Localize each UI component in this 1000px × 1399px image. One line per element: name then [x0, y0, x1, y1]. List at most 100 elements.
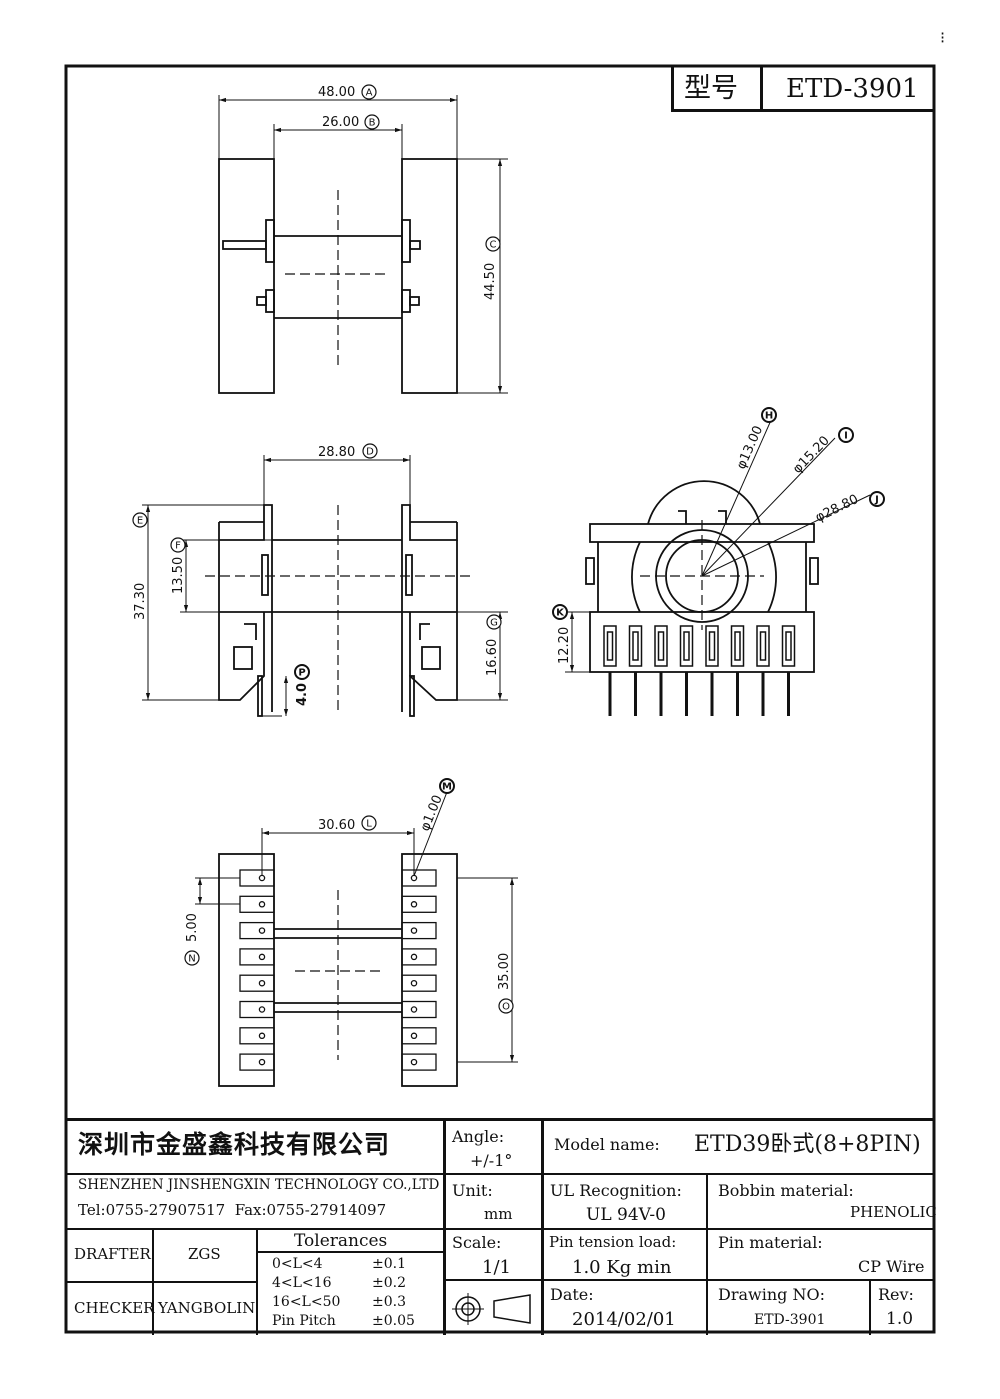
drawing-frame — [64, 64, 936, 1334]
hline-tol — [258, 1251, 443, 1253]
angle-value: +/-1° — [470, 1151, 513, 1170]
pin-slot-inner — [657, 631, 665, 661]
drawing-no-label: Drawing NO: — [718, 1285, 825, 1304]
angle-label: Angle: — [452, 1127, 505, 1146]
front-view — [205, 504, 470, 717]
marker-k: K — [552, 604, 568, 620]
svg-text:D: D — [366, 447, 374, 458]
svg-text:G: G — [490, 618, 498, 629]
model-header-value: ETD-3901 — [786, 74, 919, 104]
marker-m: M — [439, 778, 455, 794]
marker-o: O — [498, 998, 514, 1014]
marker-e: E — [132, 512, 148, 528]
pin-pad-left — [239, 948, 275, 966]
top-view-dimensions — [218, 95, 508, 394]
bobbin-value: PHENOLIC — [850, 1203, 937, 1221]
svg-text:J: J — [874, 495, 879, 506]
pin-pad-right — [401, 948, 437, 966]
drawing-no-value: ETD-3901 — [754, 1312, 826, 1328]
pin-material-label: Pin material: — [718, 1233, 823, 1252]
dim-l: 30.60 — [318, 818, 355, 833]
tolerance-value: ±0.3 — [372, 1294, 406, 1310]
model-header-label: 型号 — [684, 73, 738, 104]
pin-pad-left — [239, 895, 275, 913]
tolerances-title: Tolerances — [294, 1231, 388, 1251]
svg-text:O: O — [502, 1002, 510, 1013]
ul-label: UL Recognition: — [550, 1181, 682, 1200]
checker-value: YANGBOLIN — [158, 1299, 256, 1317]
marker-c: C — [485, 236, 501, 252]
pin-hole-right — [410, 953, 418, 961]
model-header-box: 型号 ETD-3901 — [671, 66, 934, 112]
pin-slot — [705, 625, 719, 667]
pin-slot — [679, 625, 694, 667]
svg-text:C: C — [490, 240, 497, 251]
unit-value: mm — [484, 1205, 513, 1223]
tolerance-value: ±0.2 — [372, 1275, 406, 1291]
bottom-view-pins — [239, 869, 437, 1071]
svg-text:N: N — [188, 954, 195, 965]
svg-text:M: M — [442, 782, 452, 793]
dim-a: 48.00 — [318, 85, 355, 100]
pin-hole-left — [258, 1058, 266, 1066]
drafter-value: ZGS — [188, 1245, 221, 1263]
marker-a: A — [361, 84, 377, 100]
hline-angle — [446, 1173, 541, 1175]
bottom-view — [218, 853, 458, 1087]
pin-pad-right — [401, 1053, 437, 1071]
marker-h: H — [761, 407, 777, 423]
pin-slot — [603, 625, 617, 667]
svg-text:I: I — [844, 431, 848, 442]
dim-k: 12.20 — [557, 627, 572, 664]
svg-text:B: B — [369, 118, 376, 129]
pin-material-value: CP Wire — [858, 1257, 925, 1276]
pin-pad-left — [239, 869, 275, 887]
pin-pad-left — [239, 921, 275, 940]
pin-slot-inner — [632, 631, 639, 661]
dim-n: 5.00 — [185, 913, 200, 942]
marker-i: I — [838, 427, 854, 443]
pin-slot-inner — [759, 631, 767, 661]
scale-value: 1/1 — [482, 1257, 511, 1278]
pin-tension-label: Pin tension load: — [549, 1233, 677, 1251]
svg-text:H: H — [765, 411, 773, 422]
marker-g: G — [486, 614, 502, 630]
svg-text:A: A — [366, 88, 373, 99]
model-name-label: Model name: — [554, 1135, 660, 1154]
pin-slot — [781, 625, 796, 667]
bottom-view-dimensions — [195, 791, 518, 1063]
pin-hole-right — [410, 874, 418, 882]
ul-value: UL 94V-0 — [586, 1205, 666, 1225]
pin-hole-left — [258, 874, 266, 882]
marker-j: J — [869, 491, 885, 507]
pin-hole-right — [410, 1058, 418, 1066]
pin-hole-left — [258, 979, 266, 987]
date-label: Date: — [550, 1285, 594, 1304]
pin-pad-right — [401, 1027, 437, 1045]
marker-d: D — [362, 443, 378, 459]
title-block: 深圳市金盛鑫科技有限公司 SHENZHEN JINSHENGXIN TECHNO… — [66, 1118, 937, 1335]
bobbin-label: Bobbin material: — [718, 1181, 854, 1200]
company-contact: Tel:0755-27907517 Fax:0755-27914097 — [78, 1201, 387, 1219]
pin-pad-right — [401, 1000, 437, 1019]
pin-pad-left — [239, 1027, 275, 1045]
tolerance-value: ±0.1 — [372, 1256, 406, 1272]
pin-slot — [654, 625, 668, 667]
side-view — [585, 480, 819, 673]
side-view-pins — [603, 625, 796, 716]
pin-hole-left — [258, 901, 266, 908]
model-header-divider — [760, 66, 763, 109]
marker-n: N — [184, 950, 200, 966]
pin-pad-right — [401, 921, 437, 940]
projection-symbol — [452, 1293, 531, 1325]
pin-hole-right — [410, 901, 418, 908]
pin-slot — [756, 625, 770, 667]
pin-slot — [628, 625, 643, 667]
dim-i: φ15.20 — [790, 433, 833, 476]
pin-hole-left — [258, 927, 266, 934]
marker-p: P — [294, 664, 310, 680]
tolerance-range: 0<L<4 — [272, 1256, 323, 1272]
svg-text:E: E — [137, 516, 143, 527]
